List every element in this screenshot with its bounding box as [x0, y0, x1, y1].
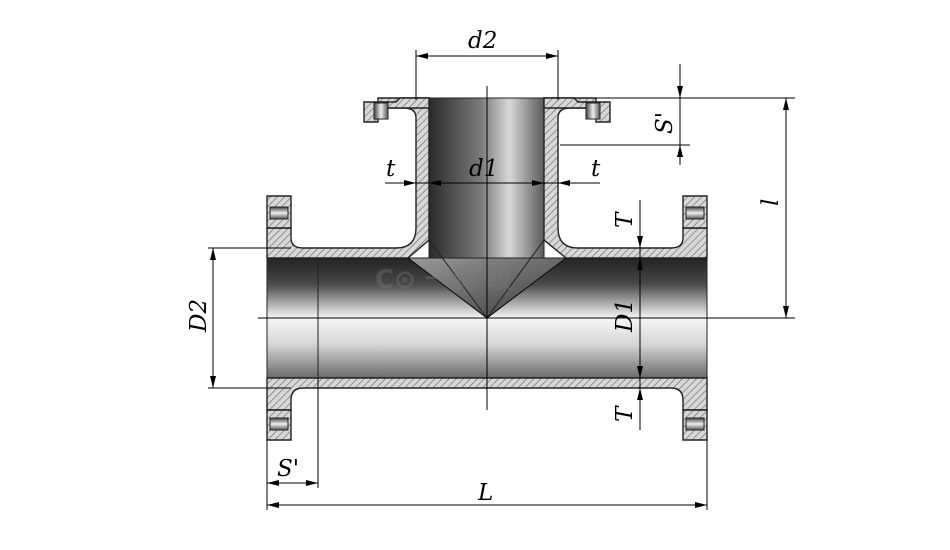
bolt-hole-branch-right — [585, 102, 601, 120]
wall-bottom — [266, 377, 708, 411]
dim-s-bottom: S' — [277, 456, 299, 482]
watermark: C⊙ 一澜 级 — [375, 264, 512, 295]
dim-T-bottom: T — [612, 405, 638, 422]
dim-L: L — [477, 480, 493, 506]
bolt-hole-left-bottom — [269, 417, 289, 431]
wall-top-right — [543, 97, 708, 259]
dim-s-top: S' — [652, 112, 678, 134]
bolt-hole-branch-left — [373, 102, 389, 120]
dim-D1: D1 — [612, 299, 638, 333]
dim-d1: d1 — [469, 156, 498, 182]
dim-T-top: T — [612, 211, 638, 228]
dim-t-left: t — [386, 156, 396, 182]
dim-t-right: t — [591, 156, 601, 182]
dim-d2: d2 — [468, 28, 497, 54]
dim-l: l — [758, 199, 784, 206]
wall-top-left — [266, 97, 430, 259]
bolt-hole-right-top — [685, 206, 705, 220]
bolt-hole-right-bottom — [685, 417, 705, 431]
dim-D2: D2 — [186, 299, 212, 333]
bolt-hole-left-top — [269, 206, 289, 220]
